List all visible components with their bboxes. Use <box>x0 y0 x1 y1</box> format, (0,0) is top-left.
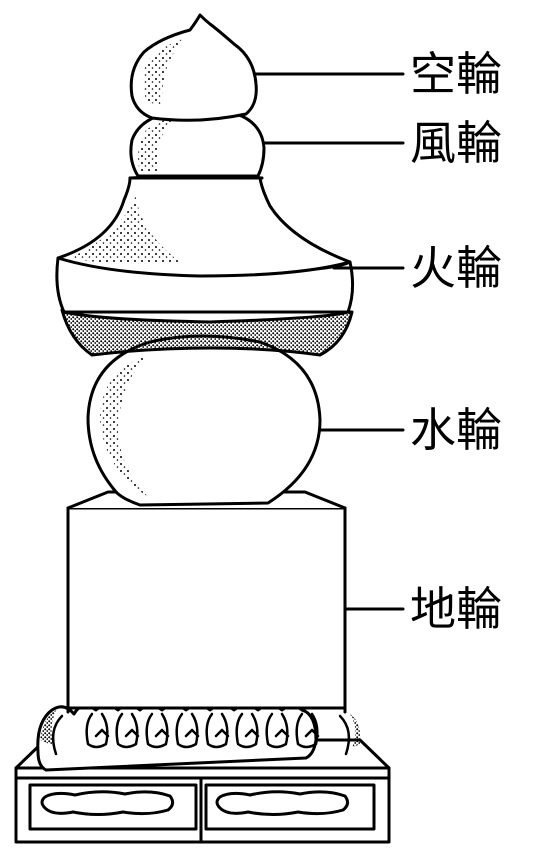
label-kurin: 空輪 <box>410 51 502 97</box>
label-karin: 火輪 <box>410 245 502 291</box>
karin-roof <box>57 176 353 355</box>
label-chirin: 地輪 <box>410 586 502 632</box>
base-plinth <box>16 705 389 842</box>
kurin-jewel <box>131 15 256 120</box>
label-fuurin: 風輪 <box>410 120 502 166</box>
suirin-sphere <box>88 336 320 505</box>
chirin-block <box>68 492 345 712</box>
label-suirin: 水輪 <box>410 407 502 453</box>
